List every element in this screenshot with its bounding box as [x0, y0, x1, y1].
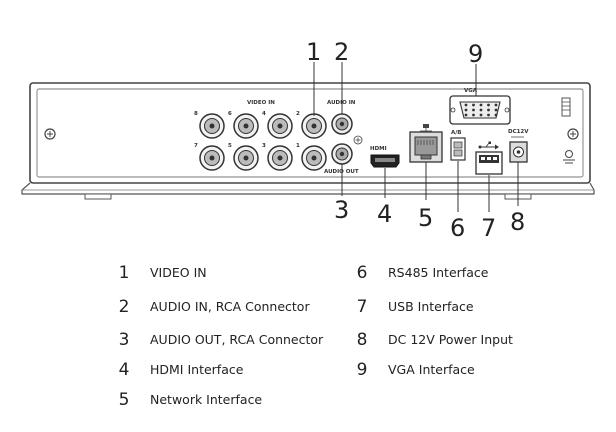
bnc-connector: 4 — [262, 111, 293, 139]
vga-pin — [479, 108, 483, 112]
usb-port — [475, 141, 503, 175]
channel-number: 2 — [296, 111, 300, 117]
vga-panel-label: VGA — [464, 88, 478, 94]
vga-pin — [472, 103, 475, 107]
vga-pin — [494, 103, 498, 107]
hdmi-port: HDMI — [370, 146, 400, 168]
audio-in-panel-label: AUDIO IN — [327, 100, 356, 106]
network-port — [409, 124, 443, 163]
callout-leaders — [313, 62, 519, 212]
channel-number: 7 — [194, 143, 198, 149]
legend-number: 7 — [356, 297, 368, 317]
hdmi-panel-label: HDMI — [370, 146, 387, 152]
channel-number: 6 — [228, 111, 232, 117]
vga-pin — [479, 103, 483, 107]
legend-label: RS485 Interface — [388, 265, 489, 280]
audio-out-panel-label: AUDIO OUT — [324, 169, 359, 175]
callout-9: 9 — [468, 40, 483, 68]
callout-3: 3 — [334, 196, 349, 224]
callout-4: 4 — [377, 200, 392, 228]
legend: 1 VIDEO IN 2 AUDIO IN, RCA Connector 3 A… — [0, 258, 616, 428]
channel-number: 1 — [296, 143, 300, 149]
legend-label: Network Interface — [150, 392, 263, 407]
dc-power-input: DC12V — [508, 129, 529, 163]
channel-number: 5 — [228, 143, 232, 149]
legend-label: HDMI Interface — [150, 362, 244, 377]
vga-pin — [464, 113, 468, 117]
legend-number: 8 — [356, 330, 368, 350]
vga-pin — [487, 113, 490, 117]
vga-pin — [464, 108, 468, 112]
channel-number: 4 — [262, 111, 266, 117]
bnc-connector: 8 — [194, 111, 225, 139]
rs485-panel-label: A/B — [451, 130, 461, 136]
legend-label: USB Interface — [388, 299, 474, 314]
bnc-connector: 7 — [194, 143, 225, 171]
audio-in-connector: AUDIO IN — [327, 100, 356, 135]
callout-6: 6 — [450, 214, 465, 242]
legend-number: 1 — [118, 263, 130, 283]
legend-label: AUDIO OUT, RCA Connector — [150, 332, 324, 347]
vga-port: VGA — [449, 88, 511, 125]
video-in-connectors: VIDEO IN 8 6 4 2 7 5 3 1 — [194, 100, 327, 171]
rs485-port: A/B — [450, 130, 466, 161]
vga-pin — [487, 108, 490, 112]
legend-number: 4 — [118, 360, 130, 380]
vga-pin — [472, 108, 475, 112]
video-in-panel-label: VIDEO IN — [247, 100, 275, 106]
callout-8: 8 — [510, 208, 525, 236]
legend-label: AUDIO IN, RCA Connector — [150, 299, 310, 314]
callout-5: 5 — [418, 204, 433, 232]
callout-7: 7 — [481, 214, 496, 242]
callout-numbers: 1 2 3 4 5 6 7 8 9 — [306, 38, 525, 242]
legend-label: DC 12V Power Input — [388, 332, 513, 347]
vga-pin — [464, 103, 468, 107]
channel-number: 8 — [194, 111, 198, 117]
legend-number: 3 — [118, 330, 130, 350]
legend-number: 6 — [356, 263, 368, 283]
legend-number: 2 — [118, 297, 130, 317]
bnc-connector: 3 — [262, 143, 293, 171]
vga-pin — [494, 113, 498, 117]
legend-number: 5 — [118, 390, 130, 410]
callout-1: 1 — [306, 38, 321, 66]
usb-icon — [478, 141, 499, 150]
dc-panel-label: DC12V — [508, 129, 529, 135]
bnc-connector: 6 — [228, 111, 259, 139]
vga-pin — [487, 103, 490, 107]
bnc-connector: 1 — [296, 143, 327, 171]
vga-pin — [494, 108, 498, 112]
legend-label: VGA Interface — [388, 362, 475, 377]
callout-2: 2 — [334, 38, 349, 66]
legend-number: 9 — [356, 360, 368, 380]
bnc-connector: 5 — [228, 143, 259, 171]
channel-number: 3 — [262, 143, 266, 149]
vga-pin — [479, 113, 483, 117]
rear-panel-diagram: VIDEO IN 8 6 4 2 7 5 3 1 AUDIO IN AUDIO OUT HDM… — [21, 38, 595, 242]
legend-label: VIDEO IN — [150, 265, 207, 280]
vga-pin — [472, 113, 475, 117]
